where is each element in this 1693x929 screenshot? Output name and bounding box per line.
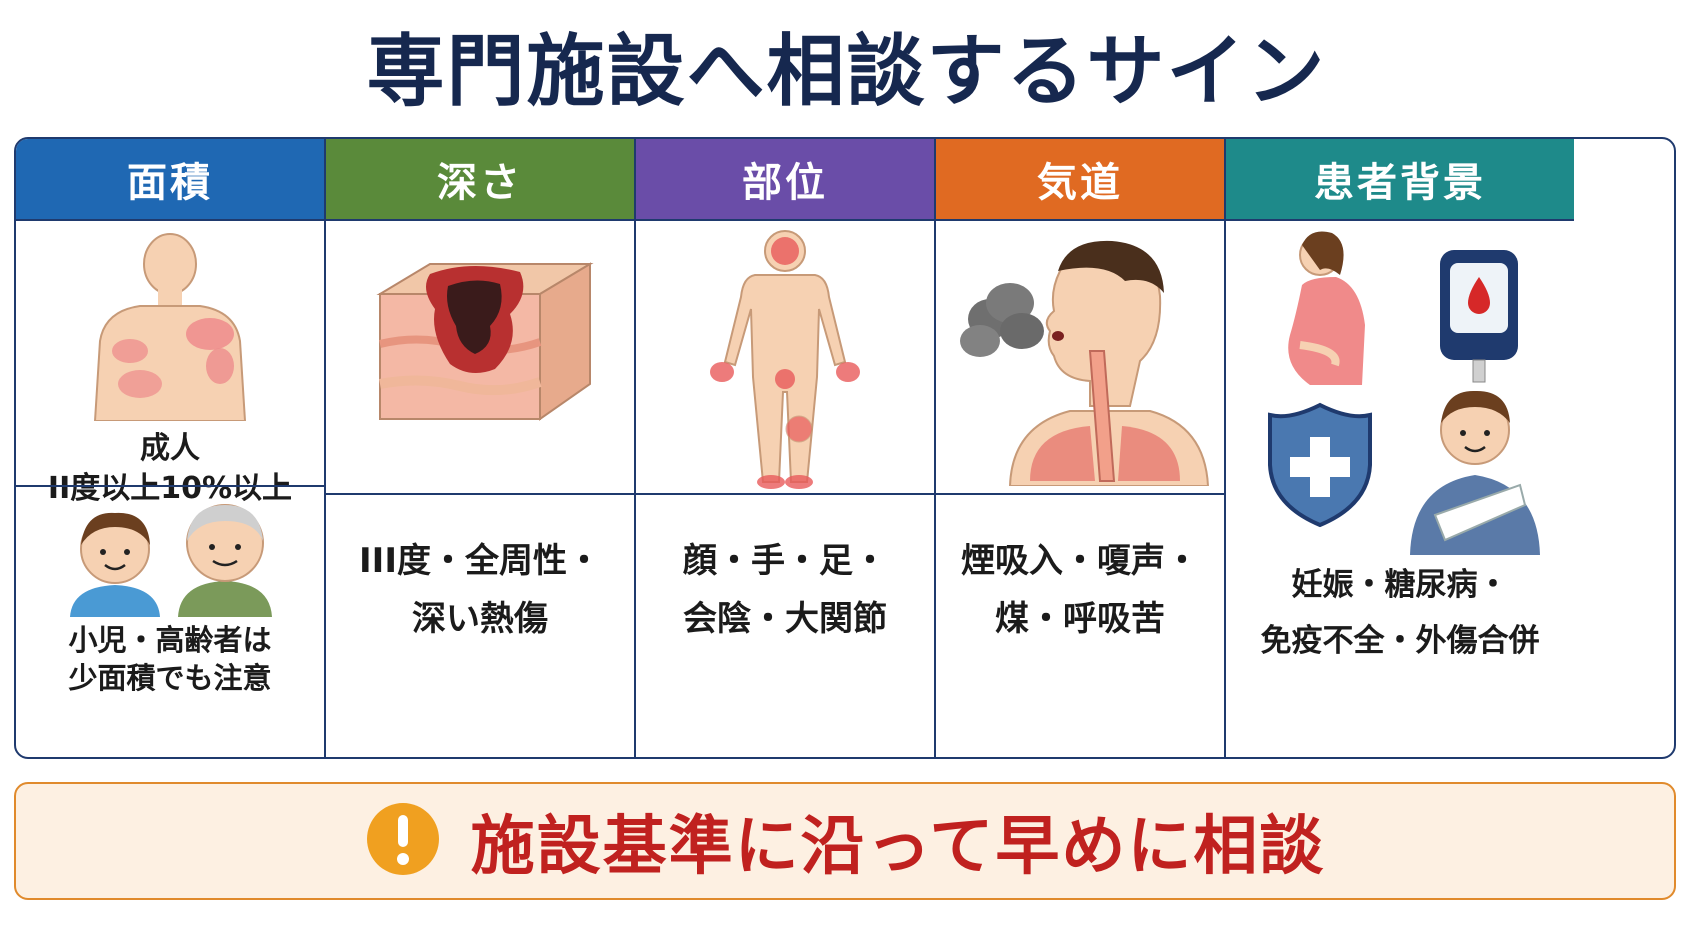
skin-layer-burn-icon (326, 244, 634, 444)
banner-text: 施設基準に沿って早めに相談 (470, 810, 1326, 884)
column-divider (16, 485, 324, 487)
column-divider (636, 493, 934, 495)
column-divider (326, 493, 634, 495)
adult-back-burn-icon (16, 223, 324, 423)
column-header-depth: 深さ (326, 139, 634, 221)
column-header-location: 部位 (636, 139, 934, 221)
column-location: 部位 顔・手・足・ 会陰・大関節 (636, 139, 936, 757)
column-header-area: 面積 (16, 139, 324, 221)
patient-background-illustrations (1226, 225, 1574, 555)
column-header-patient-background: 患者背景 (1226, 139, 1574, 221)
elderly-icon (178, 503, 272, 617)
criteria-grid: 面積 成人 II度以上10%以上 (14, 137, 1676, 759)
column-patient-background: 患者背景 (1226, 139, 1574, 757)
pregnant-woman-icon (1288, 231, 1365, 385)
column-divider (936, 493, 1224, 495)
depth-text: III度・全周性・ 深い熱傷 (359, 541, 601, 639)
advice-banner: 施設基準に沿って早めに相談 (14, 782, 1676, 900)
exclamation-icon (365, 801, 441, 881)
patient-background-text: 妊娠・糖尿病・ 免疫不全・外傷合併 (1260, 567, 1540, 659)
column-header-airway: 気道 (936, 139, 1224, 221)
column-depth: 深さ III度・全周性・ 深い熱傷 (326, 139, 636, 757)
glucose-meter-icon (1440, 250, 1518, 383)
injured-man-icon (1410, 390, 1540, 555)
location-text: 顔・手・足・ 会陰・大関節 (683, 541, 887, 639)
area-adult-text: 成人 II度以上10%以上 (47, 431, 293, 506)
smoke-inhalation-icon (936, 231, 1224, 486)
page-title: 専門施設へ相談するサイン (366, 27, 1327, 117)
area-child-elderly-text: 小児・高齢者は 少面積でも注意 (68, 623, 272, 695)
column-airway: 気道 煙吸入・嗄声・ 煤・呼吸苦 (936, 139, 1226, 757)
child-elderly-illustration (16, 494, 324, 619)
shield-plus-icon (1268, 402, 1372, 528)
child-icon (70, 512, 160, 617)
column-area: 面積 成人 II度以上10%以上 (16, 139, 326, 757)
airway-text: 煙吸入・嗄声・ 煤・呼吸苦 (961, 541, 1199, 639)
body-regions-icon (636, 227, 934, 492)
